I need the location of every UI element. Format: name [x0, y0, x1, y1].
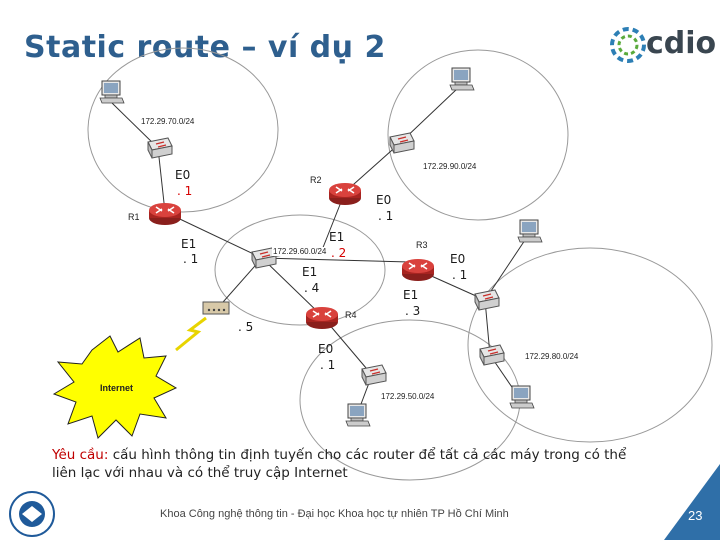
router-r4-name: R4 — [345, 310, 357, 320]
page-number: 23 — [688, 508, 703, 523]
ip-suffix-label: . 3 — [405, 304, 421, 318]
footer-text: Khoa Công nghệ thông tin - Đại học Khoa … — [160, 508, 509, 520]
ip-suffix-label: . 1 — [452, 268, 468, 282]
pc-icon — [345, 403, 371, 427]
network-label: 172.29.90.0/24 — [422, 162, 478, 171]
switch-icon — [389, 132, 415, 154]
pc-icon — [449, 67, 475, 91]
switch-icon — [361, 364, 387, 386]
page-number-box — [664, 464, 720, 540]
router-r1-icon — [148, 202, 182, 226]
router-r4-icon — [305, 306, 339, 330]
internet-cloud-icon — [52, 335, 178, 439]
interface-label: E0 — [450, 252, 466, 266]
ip-suffix-label: . 1 — [378, 209, 394, 223]
pc-icon — [517, 219, 543, 243]
router-r3-name: R3 — [416, 240, 428, 250]
cdio-logo-text: cdio — [646, 26, 717, 61]
router-r1-name: R1 — [128, 212, 140, 222]
interface-label: E1 — [302, 265, 318, 279]
ip-suffix-label: . 2 — [331, 246, 347, 260]
interface-label: E1 — [329, 230, 345, 244]
switch-icon — [147, 137, 173, 159]
router-r2-name: R2 — [310, 175, 322, 185]
network-label: 172.29.70.0/24 — [140, 117, 196, 126]
router-r2-icon — [328, 182, 362, 206]
interface-label: E0 — [175, 168, 191, 182]
pc-icon — [99, 80, 125, 104]
wireless-link-icon — [175, 316, 207, 352]
modem-icon — [202, 301, 230, 315]
ip-suffix-label: . 1 — [177, 184, 193, 198]
slide-title: Static route – ví dụ 2 — [24, 30, 386, 65]
network-label: 172.29.60.0/24 — [272, 247, 328, 256]
pc-icon — [509, 385, 535, 409]
interface-label: E0 — [318, 342, 334, 356]
switch-icon — [479, 344, 505, 366]
ip-suffix-label: . 1 — [320, 358, 336, 372]
task-description: Yêu cầu: cấu hình thông tin định tuyến c… — [52, 446, 652, 482]
internet-label: Internet — [100, 383, 134, 393]
ip-suffix-label: . 1 — [183, 252, 199, 266]
router-r3-icon — [401, 258, 435, 282]
network-label: 172.29.50.0/24 — [380, 392, 436, 401]
ip-suffix-label: . 5 — [238, 320, 254, 334]
interface-label: E0 — [376, 193, 392, 207]
task-label: Yêu cầu: — [52, 447, 109, 463]
university-seal-icon — [9, 491, 55, 537]
switch-icon — [474, 289, 500, 311]
interface-label: E1 — [403, 288, 419, 302]
network-label: 172.29.80.0/24 — [524, 352, 580, 361]
interface-label: E1 — [181, 237, 197, 251]
task-text: cấu hình thông tin định tuyến cho các ro… — [52, 447, 627, 481]
cdio-logo-mark-icon — [610, 27, 646, 63]
cdio-logo: cdio — [608, 22, 716, 72]
ip-suffix-label: . 4 — [304, 281, 320, 295]
